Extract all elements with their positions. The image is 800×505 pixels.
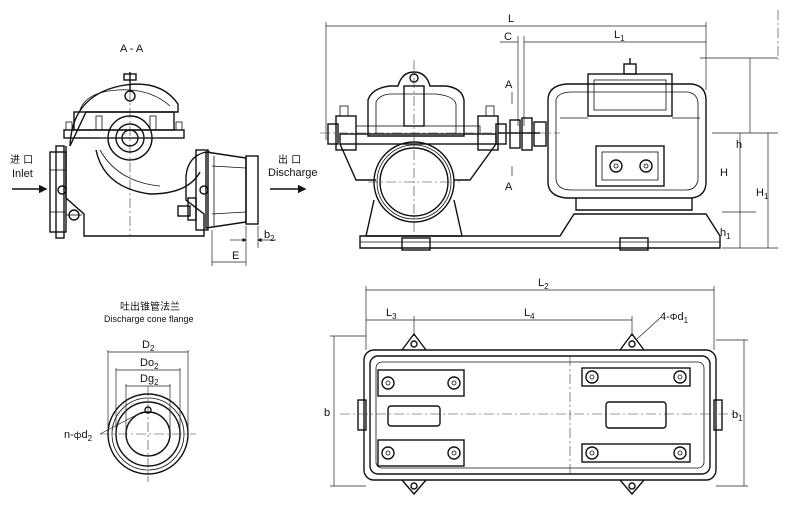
discharge-label-en: Discharge — [268, 167, 318, 179]
dim-L1: L1 — [614, 29, 625, 43]
dim-Dg2: Dg2 — [140, 373, 159, 387]
inlet-label-en: Inlet — [12, 168, 33, 180]
dim-Do2: Do2 — [140, 357, 159, 371]
dim-h1: h1 — [720, 227, 731, 241]
dim-L2: L2 — [538, 277, 549, 291]
dim-h: h — [736, 139, 742, 151]
plan-holes: 4-Фd1 — [660, 311, 689, 325]
inlet-label-cn: 进 口 — [10, 154, 33, 166]
dim-H: H — [720, 167, 728, 179]
discharge-label-cn: 出 口 — [278, 153, 301, 166]
dim-H1: H1 — [756, 187, 769, 201]
dim-E: E — [232, 250, 239, 262]
dim-L: L — [508, 13, 514, 25]
section-mark-top: A — [505, 79, 513, 91]
flange-title-cn: 吐出锥管法兰 — [120, 300, 180, 313]
section-view: A - A — [10, 43, 318, 266]
dim-b: b — [324, 407, 330, 419]
dim-D2: D2 — [142, 339, 155, 353]
flange-view: 吐出锥管法兰 Discharge cone flange D2 Do2 Dg2 … — [64, 300, 196, 482]
dim-L4: L4 — [524, 307, 535, 321]
dim-L3: L3 — [386, 307, 397, 321]
flange-holes: n-фd2 — [64, 429, 93, 443]
dim-C: C — [504, 31, 512, 43]
dim-b1: b1 — [732, 409, 743, 423]
side-view: L C L1 A A — [320, 10, 779, 251]
flange-title-en: Discharge cone flange — [104, 314, 194, 324]
section-title: A - A — [120, 43, 144, 55]
dim-b2: b2 — [264, 229, 275, 243]
plan-view: L2 L3 L4 4-Фd1 — [324, 277, 748, 496]
section-mark-bottom: A — [505, 181, 513, 193]
